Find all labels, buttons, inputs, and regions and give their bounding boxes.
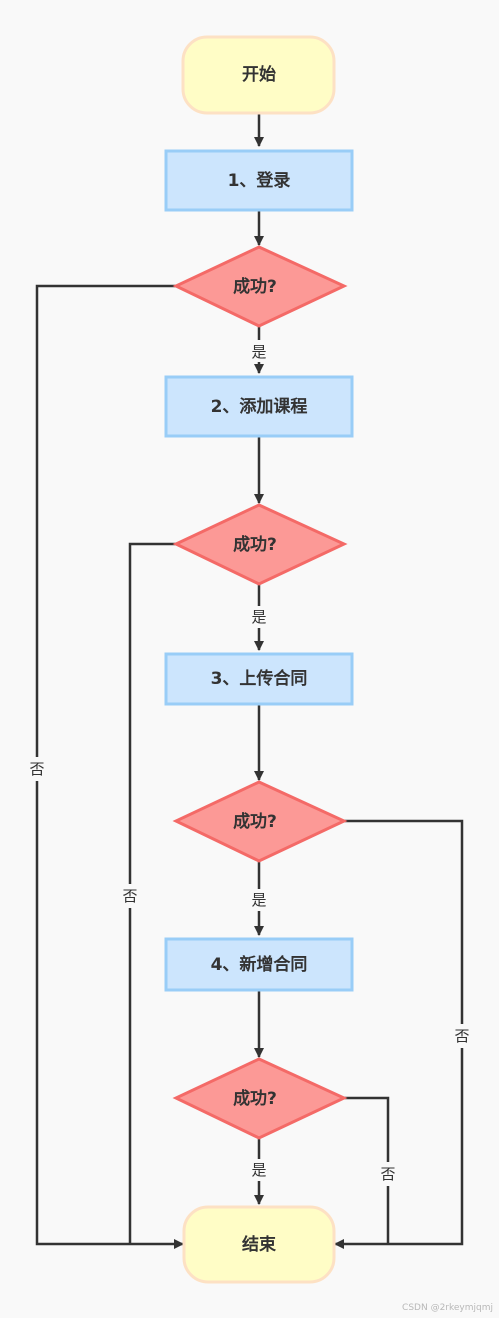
edge-label-no-3: 否	[454, 1027, 469, 1045]
step1-login-label: 1、登录	[228, 170, 291, 191]
check1-decision: 成功?	[172, 245, 348, 328]
end-node-label: 结束	[242, 1234, 276, 1255]
step4-new-contract-label: 4、新增合同	[211, 954, 308, 975]
step3-upload-contract-label: 3、上传合同	[211, 668, 308, 689]
watermark: CSDN @2rkeymjqmj	[402, 1303, 493, 1313]
end-node: 结束	[182, 1205, 336, 1284]
check1-decision-label: 成功?	[233, 276, 277, 297]
step1-login: 1、登录	[164, 149, 354, 212]
check2-decision-label: 成功?	[233, 534, 277, 555]
check2-decision: 成功?	[172, 503, 348, 586]
edge-label-no-1: 否	[29, 760, 44, 778]
check4-decision-label: 成功?	[233, 1088, 277, 1109]
edge-labels: 是 是 是 是 否 否 否 否	[25, 340, 474, 1186]
edge-check2-no-to-end	[128, 542, 176, 1244]
check3-decision-label: 成功?	[233, 811, 277, 832]
edge-label-yes-4: 是	[251, 1161, 266, 1179]
check3-decision: 成功?	[172, 780, 348, 863]
check4-decision: 成功?	[172, 1057, 348, 1140]
edge-check1-no-to-end	[35, 284, 184, 1249]
edge-label-yes-3: 是	[251, 891, 266, 909]
edge-label-no-2: 否	[122, 887, 137, 905]
start-node-label: 开始	[242, 64, 276, 85]
start-node: 开始	[181, 35, 336, 115]
step4-new-contract: 4、新增合同	[164, 937, 354, 992]
step3-upload-contract: 3、上传合同	[164, 652, 354, 706]
step2-add-course: 2、添加课程	[164, 375, 354, 438]
edge-check4-no-to-end	[344, 1096, 390, 1244]
edge-label-no-4: 否	[380, 1165, 395, 1183]
step2-add-course-label: 2、添加课程	[211, 396, 308, 417]
edge-label-yes-1: 是	[251, 343, 266, 361]
edge-label-yes-2: 是	[251, 608, 266, 626]
